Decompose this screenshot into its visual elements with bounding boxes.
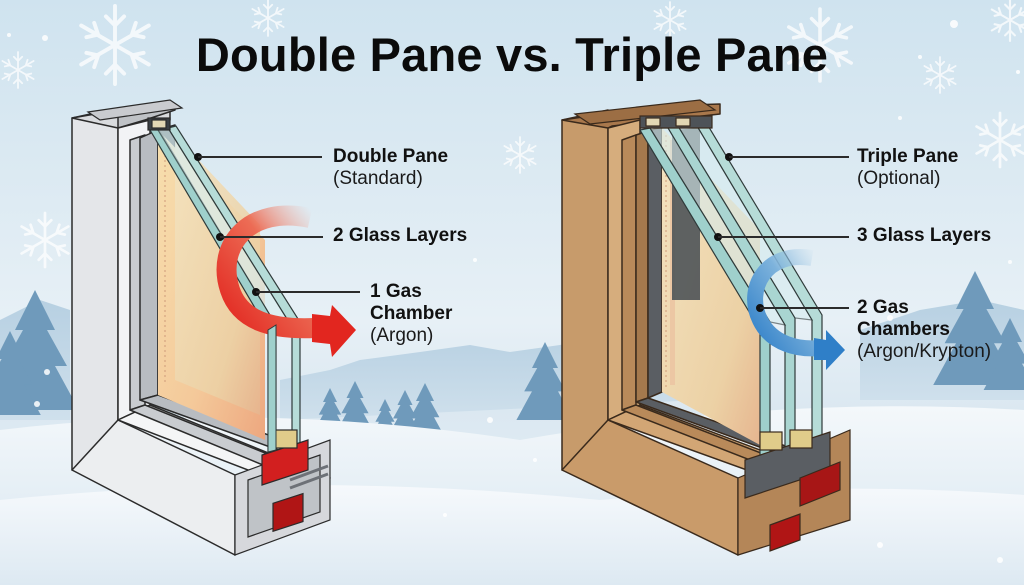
wood-profile-section	[737, 429, 851, 556]
label-glass-layers: 2 Glass Layers	[333, 225, 467, 247]
leader-line	[198, 156, 322, 158]
label-gas-chamber: 1 Gas Chamber (Argon)	[370, 281, 452, 347]
label-double-pane: Double Pane (Standard)	[333, 146, 448, 190]
page-title: Double Pane vs. Triple Pane	[195, 28, 829, 81]
leader-line	[220, 236, 323, 238]
label-title: Double Pane	[333, 146, 449, 167]
leader-line	[256, 291, 360, 293]
label-title: 2 Glass Layers	[333, 225, 468, 246]
vinyl-profile-section	[234, 429, 331, 556]
label-title-line2: Chambers	[857, 318, 950, 340]
label-title: 2 Gas	[857, 297, 909, 318]
leader-line	[760, 307, 849, 309]
label-subtitle: (Optional)	[857, 167, 941, 189]
label-gas-chambers: 2 Gas Chambers (Argon/Krypton)	[857, 297, 991, 363]
label-title: 1 Gas	[370, 281, 422, 302]
label-triple-pane: Triple Pane (Optional)	[857, 146, 958, 190]
leader-line	[718, 236, 849, 238]
label-glass-layers: 3 Glass Layers	[857, 225, 991, 247]
label-title: Triple Pane	[857, 146, 959, 167]
label-subtitle: (Standard)	[333, 167, 423, 189]
label-subtitle: (Argon/Krypton)	[857, 340, 992, 362]
label-title: 3 Glass Layers	[857, 225, 992, 246]
label-title-line2: Chamber	[370, 302, 453, 324]
label-subtitle: (Argon)	[370, 324, 434, 346]
cold-flow-arrow	[747, 248, 845, 370]
leader-line	[729, 156, 849, 158]
